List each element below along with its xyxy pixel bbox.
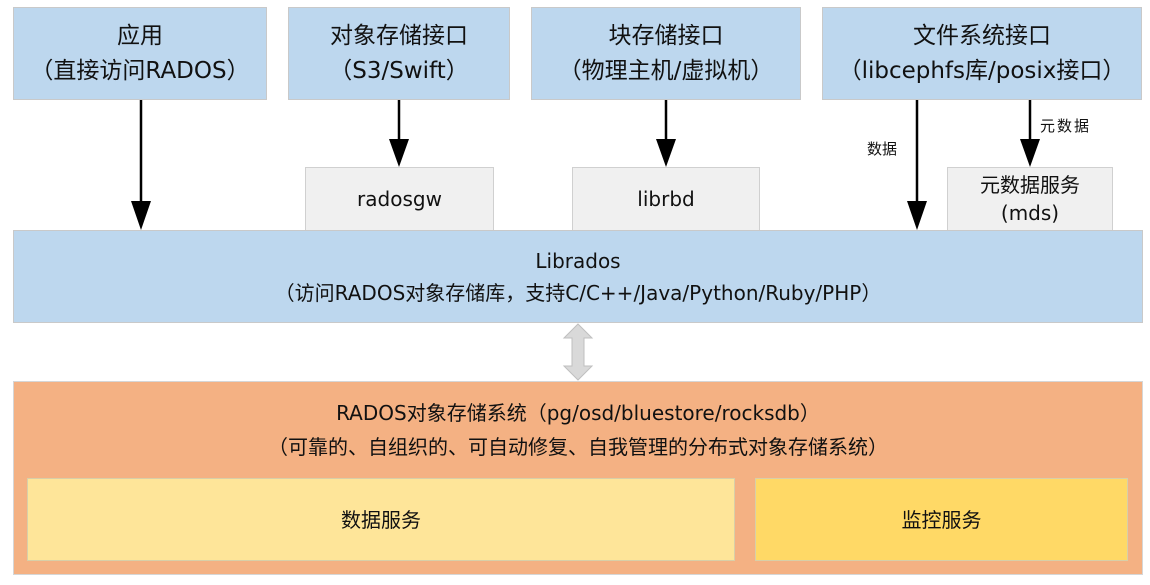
arrow-fs-data-to-librados <box>907 100 927 230</box>
arrow-app-to-librados <box>131 100 151 230</box>
librbd-label: librbd <box>637 187 695 211</box>
librados-subtitle: （访问RADOS对象存储库，支持C/C++/Java/Python/Ruby/P… <box>274 280 882 305</box>
rados-subtitle: （可靠的、自组织的、可自动修复、自我管理的分布式对象存储系统） <box>268 435 888 459</box>
object-storage-box: 对象存储接口 （S3/Swift） <box>288 7 510 100</box>
object-storage-subtitle: （S3/Swift） <box>329 57 469 84</box>
radosgw-label: radosgw <box>357 187 442 211</box>
app-subtitle: （直接访问RADOS） <box>30 57 250 84</box>
data-service-label: 数据服务 <box>341 507 421 532</box>
block-storage-title: 块存储接口 <box>608 22 724 49</box>
data-edge-label: 数据 <box>867 140 898 158</box>
filesystem-subtitle: （libcephfs库/posix接口） <box>838 57 1126 84</box>
app-title: 应用 <box>117 22 163 49</box>
object-storage-title: 对象存储接口 <box>330 22 468 49</box>
arrow-fs-metadata-to-mds <box>1020 100 1040 167</box>
filesystem-box: 文件系统接口 （libcephfs库/posix接口） <box>822 7 1142 100</box>
filesystem-title: 文件系统接口 <box>913 22 1051 49</box>
block-storage-box: 块存储接口 （物理主机/虚拟机） <box>531 7 801 100</box>
mds-subtitle: (mds) <box>1000 201 1060 225</box>
mds-box: 元数据服务 (mds) <box>947 167 1113 231</box>
app-box: 应用 （直接访问RADOS） <box>13 7 267 100</box>
monitor-service-box: 监控服务 <box>755 478 1128 561</box>
arrow-block-to-librbd <box>656 100 676 167</box>
monitor-service-label: 监控服务 <box>901 507 982 532</box>
block-storage-subtitle: （物理主机/虚拟机） <box>558 57 774 84</box>
data-service-box: 数据服务 <box>27 478 735 561</box>
bidirectional-arrow-librados-rados <box>562 323 594 381</box>
librados-title: Librados <box>535 248 621 273</box>
librbd-box: librbd <box>572 167 760 231</box>
metadata-edge-label: 元数据 <box>1040 117 1092 135</box>
librados-box: Librados （访问RADOS对象存储库，支持C/C++/Java/Pyth… <box>13 230 1143 323</box>
radosgw-box: radosgw <box>305 167 494 231</box>
rados-title: RADOS对象存储系统（pg/osd/bluestore/rocksdb） <box>336 401 820 425</box>
mds-title: 元数据服务 <box>980 173 1080 197</box>
arrow-object-to-radosgw <box>389 100 409 167</box>
